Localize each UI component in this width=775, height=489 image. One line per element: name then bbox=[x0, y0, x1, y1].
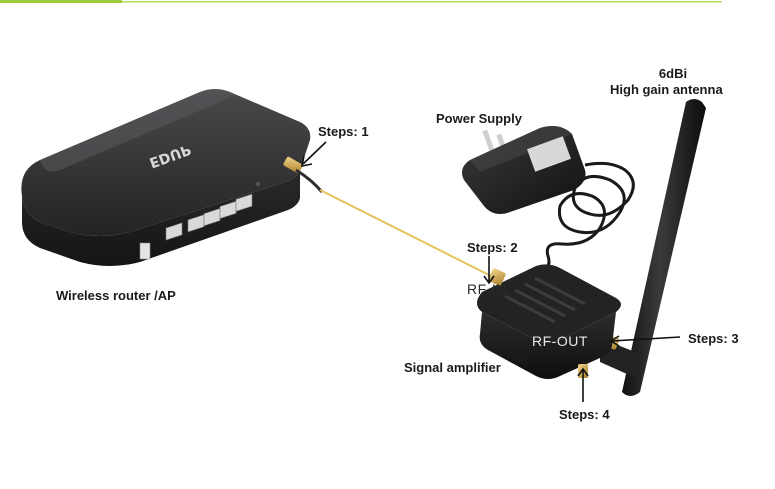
arrow-step-3-head bbox=[609, 335, 620, 347]
label-steps-4: Steps: 4 bbox=[559, 407, 610, 422]
rf-out-label: RF-OUT bbox=[532, 333, 588, 349]
label-steps-3: Steps: 3 bbox=[688, 331, 739, 346]
arrow-step-1-head bbox=[300, 155, 313, 168]
step-arrows bbox=[300, 141, 681, 402]
power-supply-device bbox=[462, 126, 635, 276]
label-router: Wireless router /AP bbox=[56, 288, 176, 303]
router-ethernet-ports bbox=[165, 193, 253, 241]
router-device bbox=[21, 89, 311, 266]
router-antenna-connector bbox=[283, 156, 303, 174]
label-antenna-desc: High gain antenna bbox=[610, 82, 723, 97]
gold-cable bbox=[319, 189, 494, 278]
label-amplifier: Signal amplifier bbox=[404, 360, 501, 375]
router-usb-port bbox=[139, 242, 151, 260]
arrow-step-2-head bbox=[483, 275, 495, 285]
label-steps-2: Steps: 2 bbox=[467, 240, 518, 255]
top-accent-line bbox=[0, 0, 722, 3]
router-led bbox=[255, 181, 261, 187]
label-steps-1: Steps: 1 bbox=[318, 124, 369, 139]
arrow-step-1 bbox=[302, 141, 327, 165]
antenna-device bbox=[600, 99, 706, 396]
label-antenna-gain: 6dBi bbox=[658, 66, 688, 81]
amplifier-device bbox=[477, 264, 621, 379]
label-power-supply: Power Supply bbox=[436, 111, 522, 126]
rf-in-label: RF-IN bbox=[467, 281, 507, 297]
arrow-step-3 bbox=[611, 336, 681, 342]
arrow-step-4-head bbox=[577, 367, 589, 377]
